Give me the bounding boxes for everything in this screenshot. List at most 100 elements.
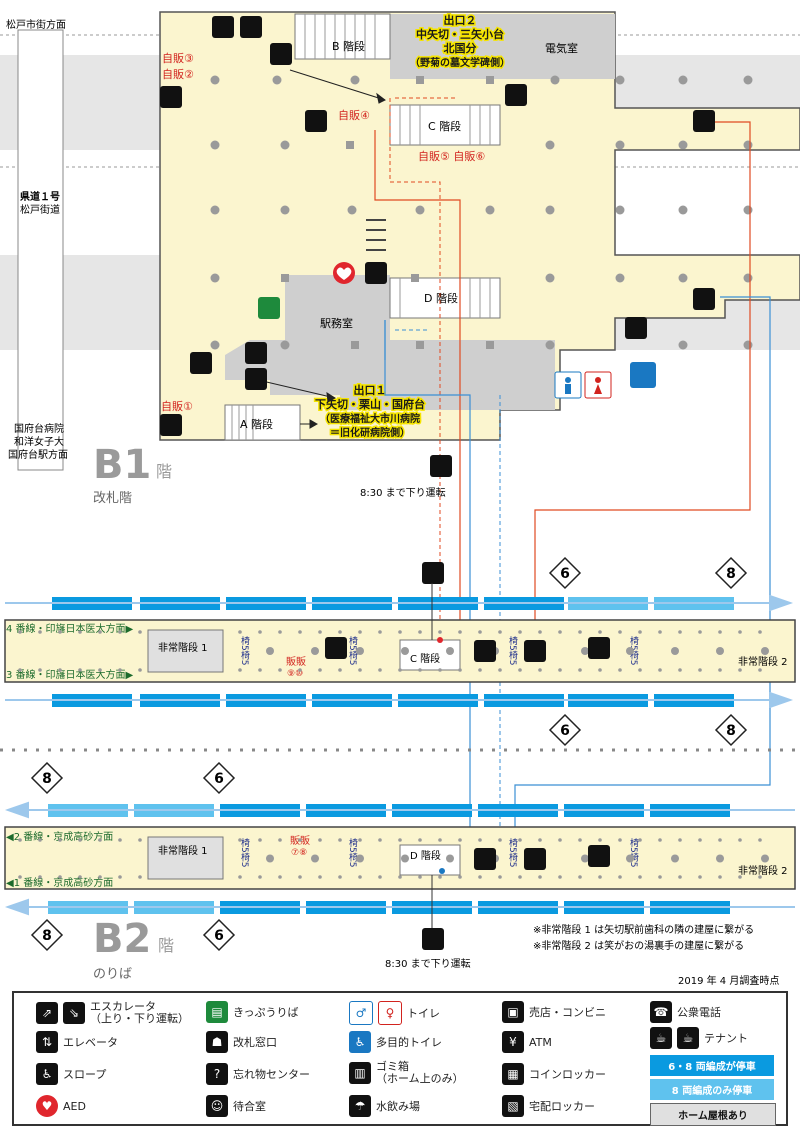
platform-dot bbox=[418, 630, 422, 634]
platform-dot bbox=[558, 838, 562, 842]
lower-track-bottom: ◀1 番線・京成高砂方面 bbox=[6, 876, 113, 889]
station-map-svg: 松戸市街方面 県道１号 松戸街道 国府台病院 和洋女子大 国府台駅方面 電気室 … bbox=[0, 11, 800, 987]
lower-stair-d bbox=[399, 844, 461, 876]
column bbox=[615, 140, 625, 150]
upper-vending-1: 販販 bbox=[286, 656, 306, 668]
elevator-icon bbox=[245, 368, 267, 390]
exit1-sign: 出口１ 下矢切・栗山・国府台 （医療福祉大市川病院 ＝旧化研病院側） bbox=[314, 382, 427, 441]
column bbox=[272, 75, 282, 85]
platform-dot bbox=[578, 838, 582, 842]
multi-toilet-icon: ♿ bbox=[349, 1031, 371, 1053]
platform-column bbox=[401, 854, 409, 863]
platform-dot bbox=[658, 875, 662, 879]
column bbox=[678, 140, 688, 150]
column bbox=[743, 273, 753, 283]
platform-dot bbox=[758, 838, 762, 842]
prefectural-road bbox=[17, 29, 64, 471]
legend-shop-label: 売店・コンビニ bbox=[529, 1006, 606, 1019]
legend-coin-label: コインロッカー bbox=[529, 1068, 606, 1081]
male-figure-icon bbox=[565, 384, 571, 394]
platform-dot bbox=[98, 875, 102, 879]
coin-locker-icon: ▦ bbox=[502, 1063, 524, 1085]
upper-emergency-stair bbox=[147, 629, 224, 673]
platform-dot bbox=[658, 838, 662, 842]
legend-delivery-label: 宅配ロッカー bbox=[529, 1100, 595, 1113]
platform-column bbox=[626, 647, 634, 655]
platform-dot bbox=[438, 875, 442, 879]
column bbox=[280, 340, 290, 350]
legend-aed-label: AED bbox=[63, 1099, 86, 1113]
upper-stair-c-label: C 階段 bbox=[410, 652, 440, 665]
platform-dot bbox=[598, 630, 602, 634]
platform-dot bbox=[318, 838, 322, 842]
platform-dot bbox=[738, 875, 742, 879]
platform-dot bbox=[418, 668, 422, 672]
platform-dot bbox=[498, 668, 502, 672]
legend-water-label: 水飲み場 bbox=[376, 1100, 420, 1113]
platform-dot bbox=[438, 838, 442, 842]
platform-dot bbox=[738, 668, 742, 672]
tenant-icon bbox=[240, 16, 262, 38]
stair-d-label: D 階段 bbox=[424, 291, 458, 305]
elevator-icon bbox=[693, 288, 715, 310]
legend-elevator: ⇅ エレベータ bbox=[36, 1031, 118, 1053]
exit1-line3: ＝旧化研病院側） bbox=[330, 426, 410, 439]
platform-column bbox=[671, 854, 679, 863]
b1-columns bbox=[210, 75, 753, 350]
platform-dot bbox=[98, 838, 102, 842]
stair-d bbox=[389, 277, 501, 319]
legend-badge-6-8: 6・8 両編成が停車 bbox=[650, 1055, 774, 1076]
platform-dot bbox=[278, 668, 282, 672]
legend-shop: ▣ 売店・コンビニ bbox=[502, 1001, 606, 1023]
route-red-dashed bbox=[389, 97, 455, 640]
road-bottom-3: 国府台駅方面 bbox=[8, 448, 68, 461]
platform-dot bbox=[518, 668, 522, 672]
column bbox=[347, 205, 357, 215]
phone-icon: ☎ bbox=[650, 1001, 672, 1023]
column bbox=[416, 341, 424, 349]
platform-dot bbox=[638, 838, 642, 842]
platform-column bbox=[716, 647, 724, 655]
legend-trash-label: ゴミ箱 bbox=[376, 1060, 409, 1073]
platform-dot bbox=[98, 668, 102, 672]
platform-dot bbox=[118, 838, 122, 842]
platform-dot bbox=[498, 630, 502, 634]
platform-dot bbox=[78, 630, 82, 634]
vending-1-label: 自販① bbox=[161, 400, 193, 413]
stair-c-label: C 階段 bbox=[428, 119, 461, 133]
legend-atm-label: ATM bbox=[529, 1035, 552, 1049]
upper-emergency-1: 非常階段 1 bbox=[158, 641, 208, 654]
platform-dot bbox=[718, 838, 722, 842]
platform-dot bbox=[558, 875, 562, 879]
female-figure-icon bbox=[594, 384, 602, 394]
staff-room-area bbox=[225, 275, 555, 410]
stair-a bbox=[224, 404, 301, 441]
column bbox=[281, 274, 289, 282]
platform-dot bbox=[338, 875, 342, 879]
column bbox=[615, 273, 625, 283]
platform-dot bbox=[18, 838, 22, 842]
slope-icon: ♿ bbox=[36, 1063, 58, 1085]
route-blue-dashed bbox=[395, 329, 501, 870]
column bbox=[743, 340, 753, 350]
platform-dot bbox=[638, 668, 642, 672]
trash-icon bbox=[325, 637, 347, 659]
column bbox=[350, 75, 360, 85]
platform-dot bbox=[78, 875, 82, 879]
car-stop-number: 8 bbox=[726, 723, 736, 739]
platform-dot bbox=[298, 838, 302, 842]
column bbox=[280, 140, 290, 150]
tenant-icon: ☕ bbox=[650, 1027, 672, 1049]
exit1-line1: 下矢切・栗山・国府台 bbox=[315, 397, 425, 411]
column bbox=[743, 205, 753, 215]
platform-dot bbox=[738, 630, 742, 634]
b2-escalator-note: 8:30 まで下り運転 bbox=[385, 958, 471, 970]
platform-dot bbox=[138, 838, 142, 842]
legend-tenant: ☕ ☕ テナント bbox=[650, 1027, 748, 1049]
car-stop-diamond bbox=[202, 761, 236, 795]
platform-dot bbox=[398, 668, 402, 672]
platform-dot bbox=[338, 630, 342, 634]
platform-dot bbox=[758, 668, 762, 672]
legend-escalator: ⇗ ⇘ エスカレータ（上り・下り運転） bbox=[36, 1001, 189, 1025]
